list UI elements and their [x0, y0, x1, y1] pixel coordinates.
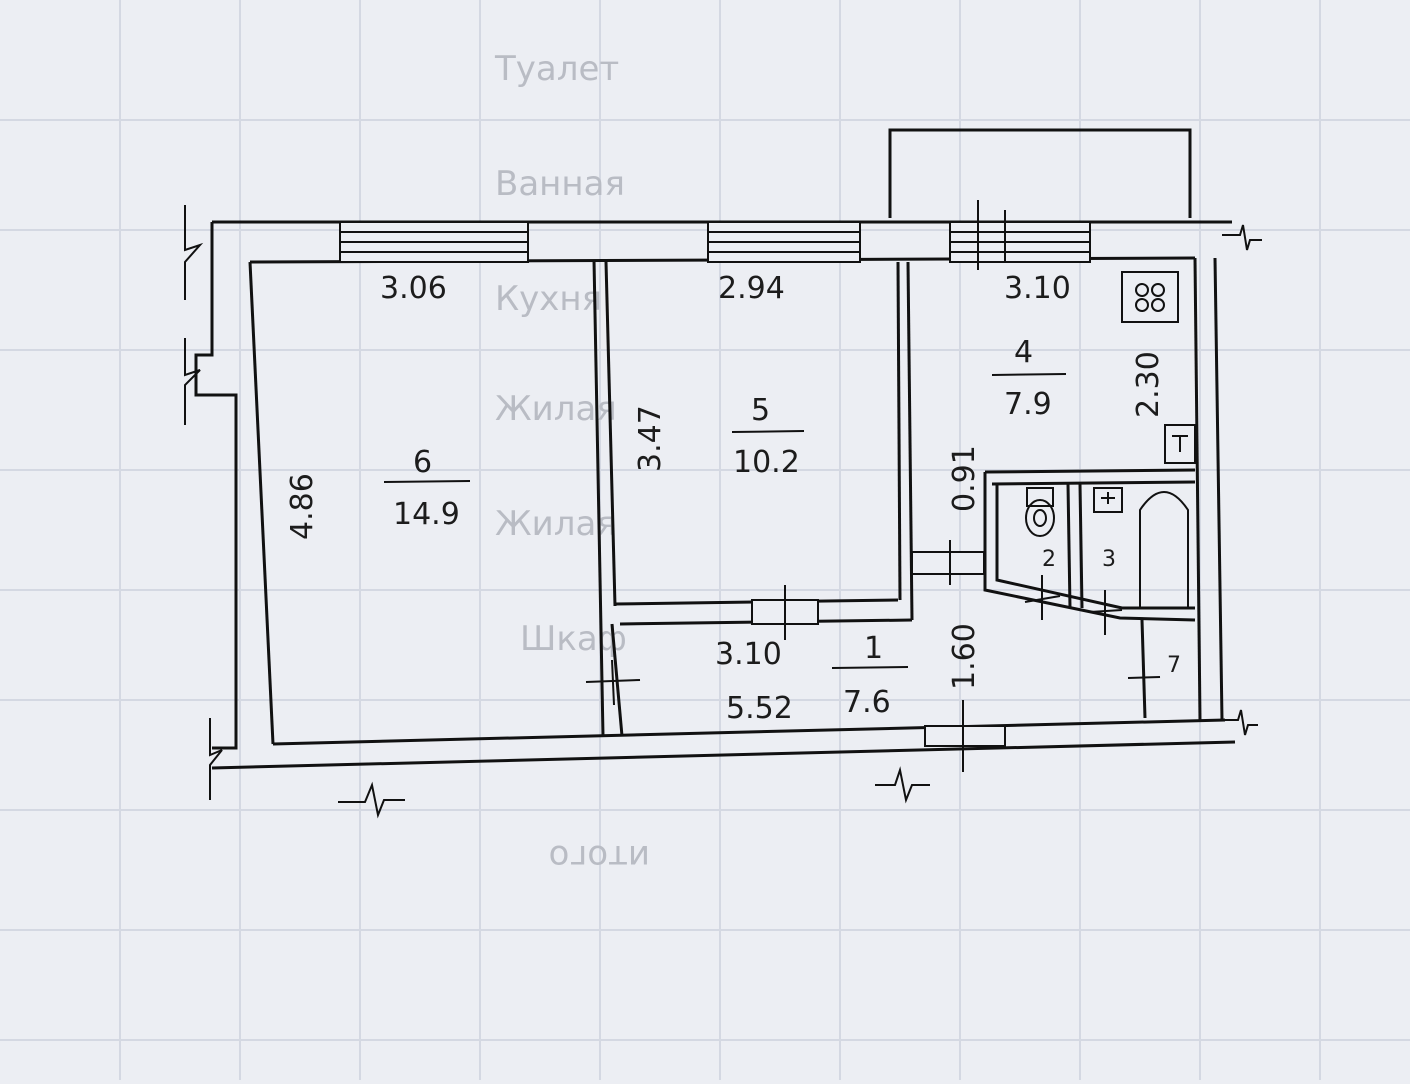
sink-icon — [1093, 487, 1123, 513]
wall-break-marks — [184, 205, 1262, 819]
room4-height-label: 2.30 — [1131, 351, 1166, 418]
labels: 3.06 2.94 3.10 4.86 3.47 2.30 0.91 1.60 … — [285, 271, 1181, 726]
room5-area: 10.2 — [733, 445, 800, 480]
hall-length-label: 5.52 — [726, 691, 793, 726]
ghost-word-1: Туалет — [494, 49, 619, 89]
bathtub-icon — [1139, 491, 1189, 609]
room3-number: 3 — [1102, 547, 1116, 572]
room1-number: 1 — [864, 631, 883, 666]
room6-area: 14.9 — [393, 497, 460, 532]
background-table-words: Туалет Ванная Кухня Жилая Жилая Шкаф ито… — [494, 49, 650, 877]
hall-depth-label: 1.60 — [947, 623, 982, 690]
hall-inner-width-label: 3.10 — [715, 637, 782, 672]
room6-height-label: 4.86 — [285, 473, 320, 540]
balcony — [888, 128, 1192, 218]
bathroom-block — [983, 468, 1196, 719]
ghost-word-2: Ванная — [495, 164, 625, 204]
ghost-word-6: Шкаф — [520, 619, 627, 659]
ghost-word-3: Кухня — [495, 279, 602, 319]
partitions — [585, 259, 1006, 772]
room5-width-label: 2.94 — [718, 271, 785, 306]
room1-area: 7.6 — [843, 685, 891, 720]
ghost-word-7: итого — [549, 837, 650, 877]
stove-icon — [1121, 271, 1179, 323]
toilet-icon — [1025, 487, 1055, 537]
room4-number: 4 — [1014, 335, 1033, 370]
room4-area: 7.9 — [1004, 387, 1052, 422]
room5-height-label: 3.47 — [633, 405, 668, 472]
room4-width-label: 3.10 — [1004, 271, 1071, 306]
room6-number: 6 — [413, 445, 432, 480]
passage-label: 0.91 — [947, 445, 982, 512]
room7-number: 7 — [1167, 653, 1181, 678]
room5-number: 5 — [751, 393, 770, 428]
room6-width-label: 3.06 — [380, 271, 447, 306]
windows — [339, 200, 1091, 270]
ghost-word-5: Жилая — [495, 504, 617, 544]
room2-number: 2 — [1042, 547, 1056, 572]
water-heater-icon — [1164, 424, 1196, 464]
